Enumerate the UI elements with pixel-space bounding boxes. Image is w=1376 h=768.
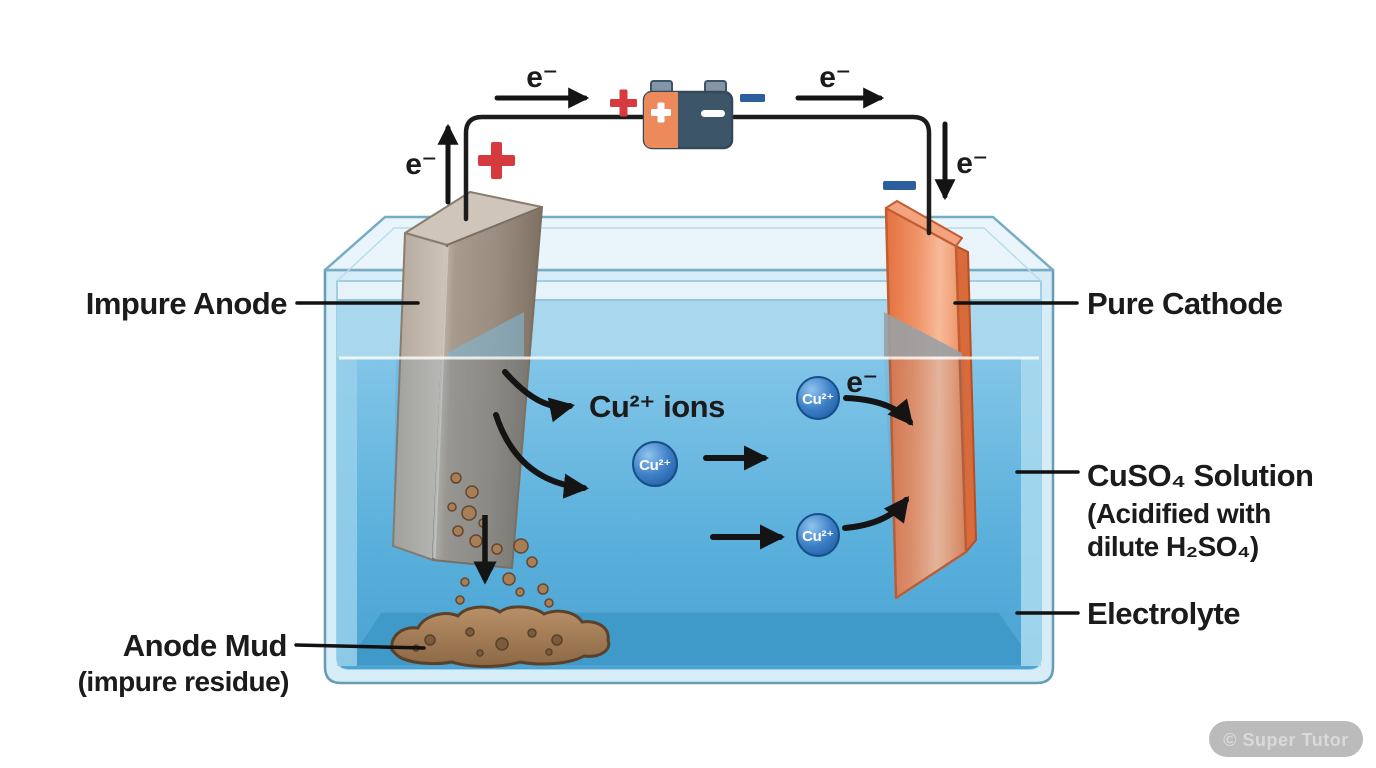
tank-top-inner-line bbox=[336, 227, 1042, 282]
battery-icon bbox=[642, 80, 734, 150]
left-wall-band bbox=[337, 358, 357, 666]
leader-lines bbox=[294, 301, 1080, 650]
pure-cathode-plate bbox=[884, 200, 977, 600]
label-impure-residue: (impure residue) bbox=[78, 666, 289, 697]
watermark-text: © Super Tutor bbox=[1223, 730, 1348, 750]
ion-flow-arrows bbox=[493, 369, 914, 550]
anode-mud bbox=[390, 472, 611, 668]
leader-anode-mud bbox=[294, 643, 426, 650]
anode-underwater-tint bbox=[393, 358, 527, 568]
arrow-anode-to-ions-text bbox=[502, 369, 575, 423]
battery-minus-symbol bbox=[701, 110, 725, 117]
ion-label: Cu²⁺ bbox=[802, 391, 834, 408]
ion-label: Cu²⁺ bbox=[802, 528, 834, 545]
electron-label-top-left: e⁻ bbox=[526, 61, 558, 94]
label-impure-anode: Impure Anode bbox=[86, 286, 288, 321]
electron-label-solution: e⁻ bbox=[846, 366, 878, 399]
mud-pile bbox=[390, 605, 611, 668]
ion-sphere-upper-right: Cu²⁺ bbox=[796, 376, 840, 420]
polarity-symbols bbox=[478, 89, 916, 190]
plus-sign-battery bbox=[610, 89, 637, 117]
electron-label-top-right: e⁻ bbox=[819, 61, 851, 94]
ion-label: Cu²⁺ bbox=[639, 457, 671, 474]
circuit bbox=[437, 87, 956, 236]
label-pure-cathode: Pure Cathode bbox=[1087, 286, 1283, 321]
wire-anode-to-battery bbox=[463, 114, 645, 222]
cathode-surface-reflection bbox=[884, 312, 962, 357]
arrow-ion-lower-to-cathode bbox=[842, 495, 910, 531]
ion-sphere-lower-right: Cu²⁺ bbox=[796, 513, 840, 557]
plus-sign-anode bbox=[478, 142, 515, 179]
wire-battery-to-cathode bbox=[731, 114, 932, 236]
ion-sphere-middle: Cu²⁺ bbox=[632, 441, 678, 487]
label-cuso4-acidified: (Acidified with bbox=[1087, 498, 1271, 529]
cu-ions-annotation: Cu²⁺ ions bbox=[589, 389, 725, 424]
watermark-badge: © Super Tutor bbox=[1209, 721, 1363, 757]
label-cuso4-dilute: dilute H₂SO₄) bbox=[1087, 531, 1259, 562]
arrow-anode-to-solution bbox=[493, 412, 590, 499]
minus-sign-cathode bbox=[883, 181, 916, 190]
anode-ridge-highlight bbox=[432, 246, 449, 559]
electron-label-cathode-wire: e⁻ bbox=[956, 147, 988, 180]
minus-sign-battery bbox=[740, 94, 765, 102]
arrow-ion-upper-to-cathode bbox=[843, 395, 914, 426]
cathode-top-edge bbox=[885, 200, 963, 247]
label-cuso4-solution: CuSO₄ Solution bbox=[1087, 458, 1313, 493]
label-electrolyte: Electrolyte bbox=[1087, 596, 1240, 631]
right-wall-band bbox=[1021, 358, 1041, 666]
anode-surface-reflection bbox=[447, 312, 524, 357]
battery-plus-symbol bbox=[651, 102, 671, 123]
electron-label-anode-wire: e⁻ bbox=[405, 148, 437, 181]
label-anode-mud: Anode Mud bbox=[123, 628, 287, 663]
